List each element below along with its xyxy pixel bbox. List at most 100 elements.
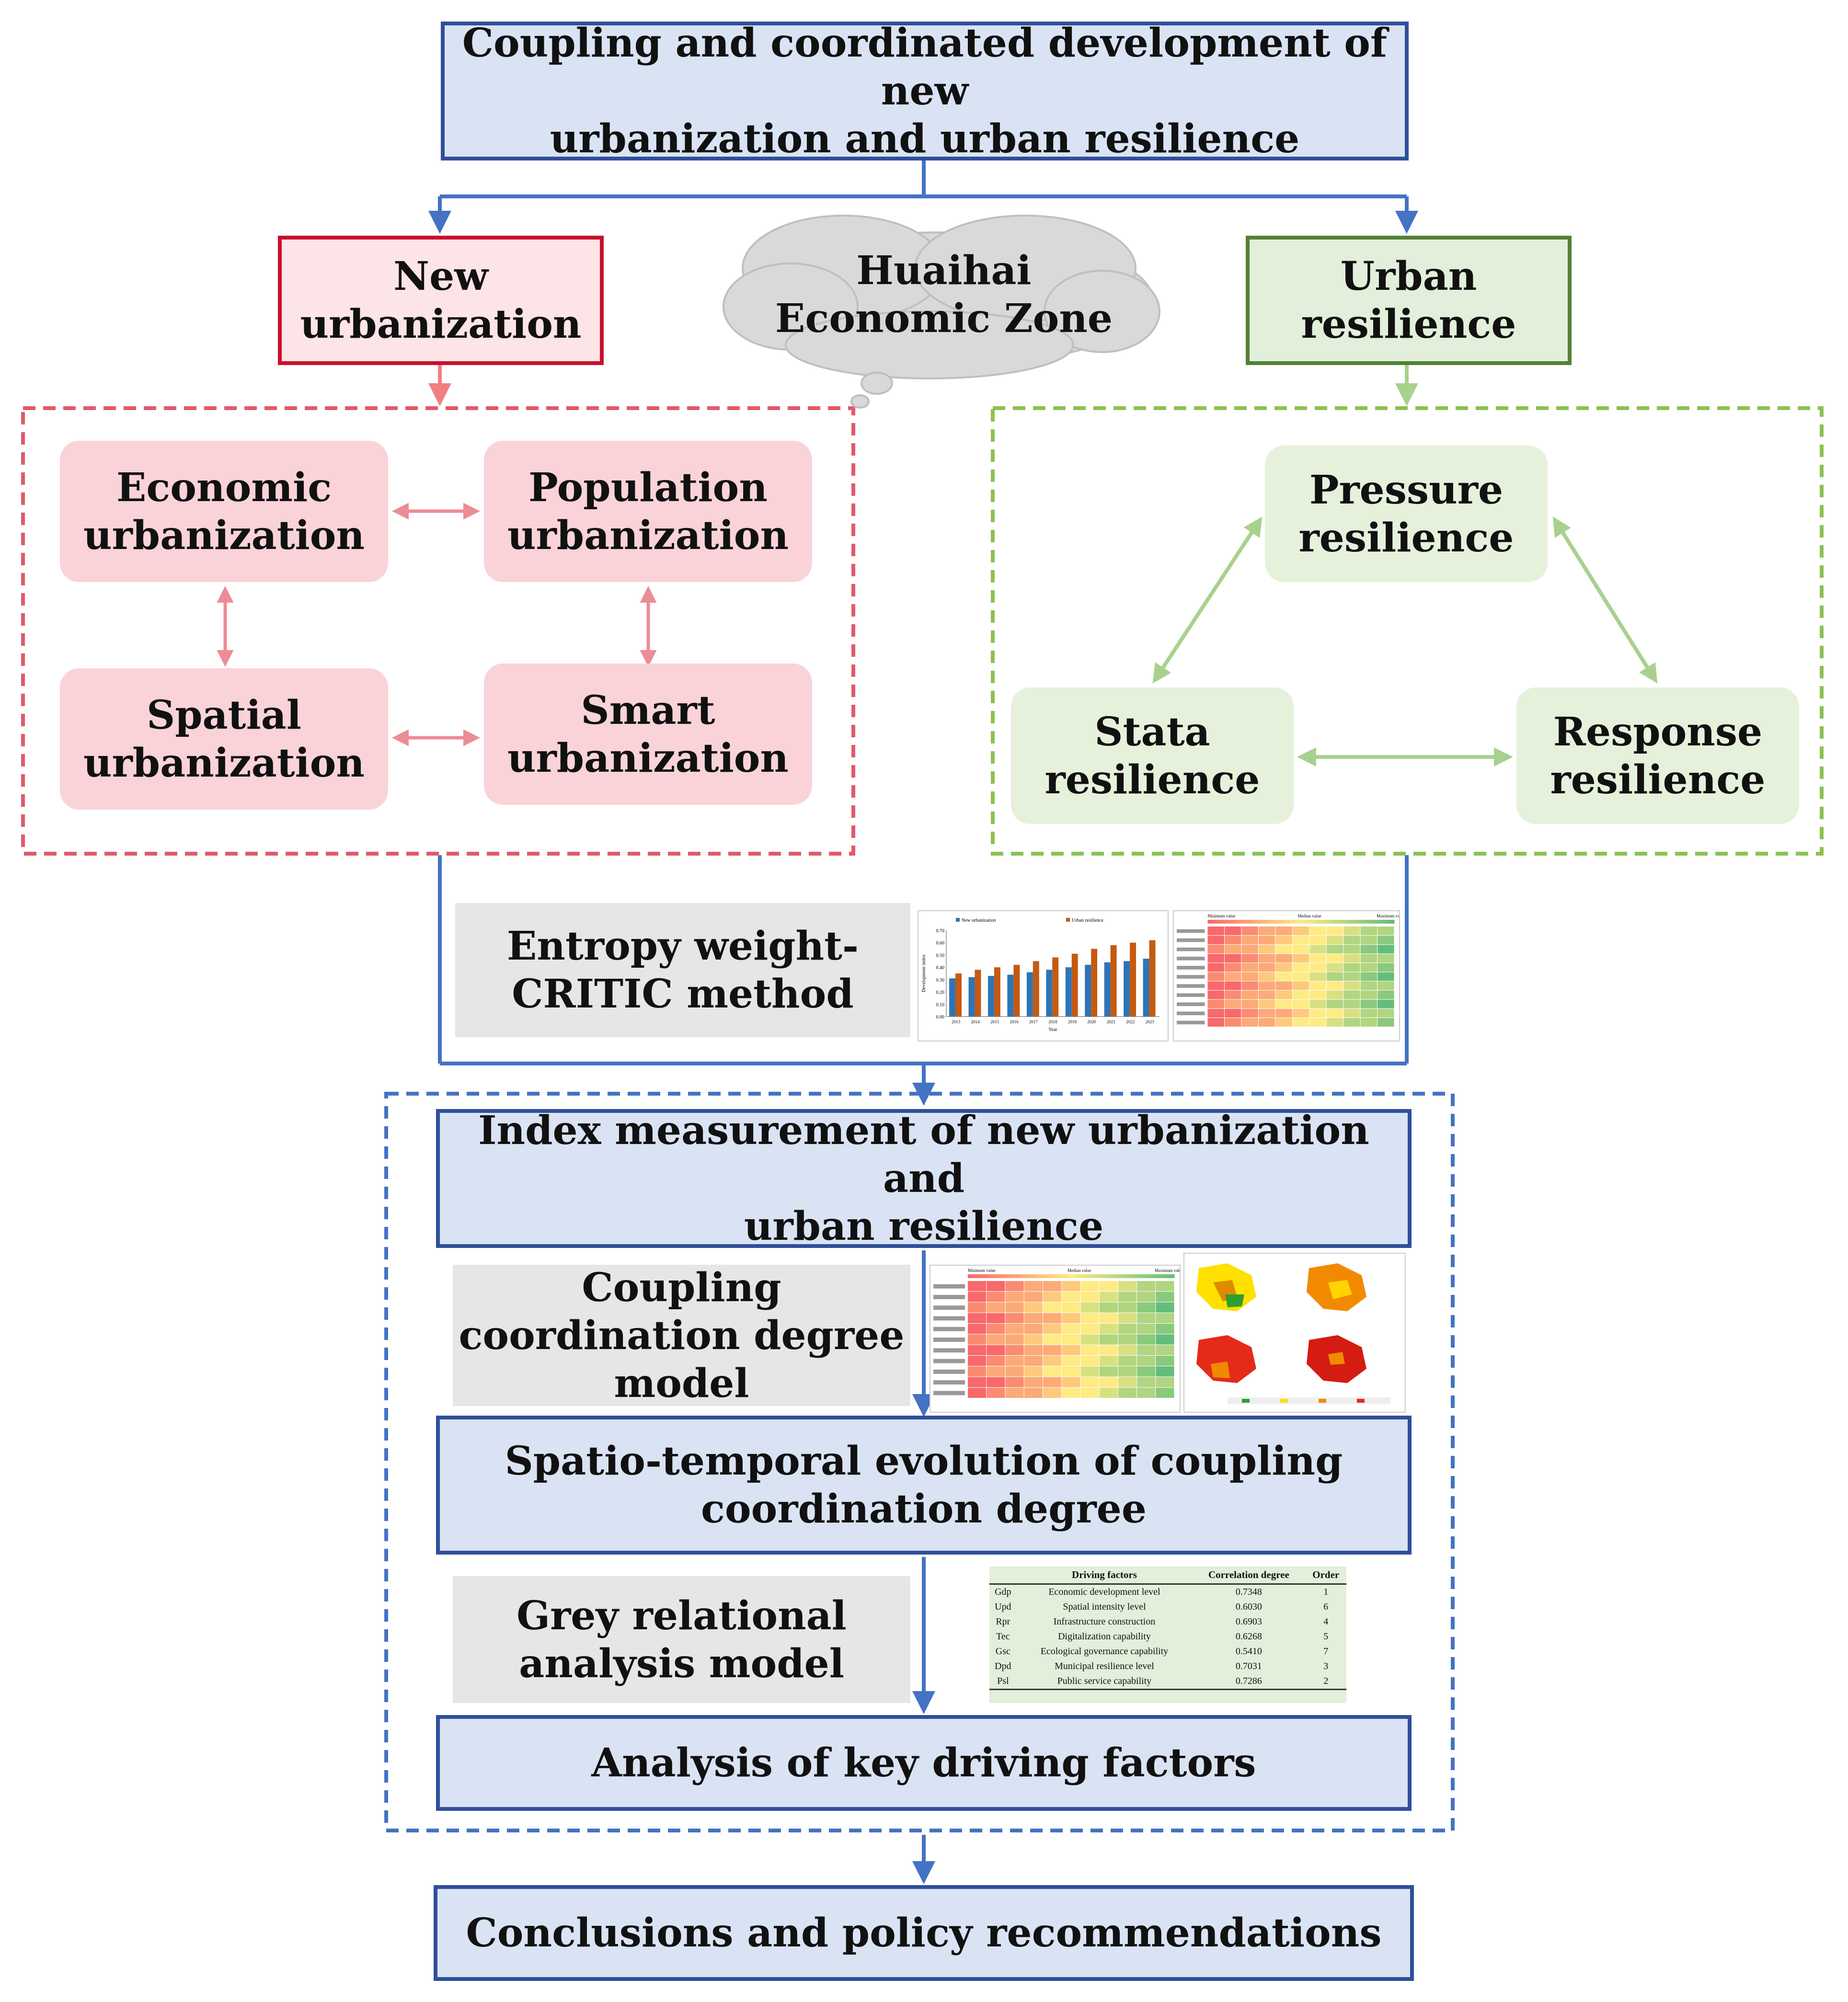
heat-cell [1343, 963, 1360, 972]
new-urbanization-line-2: urbanization [300, 301, 582, 347]
heat-cell [1326, 927, 1343, 936]
heat-cell [1099, 1281, 1118, 1292]
spatio-temporal-box: Spatio-temporal evolution of coupling co… [436, 1416, 1412, 1555]
bar [1085, 965, 1091, 1017]
heat-cell [1137, 1292, 1156, 1302]
color-scale-bar [968, 1274, 1175, 1278]
heat-cell [1360, 990, 1377, 999]
heat-cell [1080, 1302, 1099, 1313]
heat-cell [1024, 1355, 1043, 1366]
heat-cell [1118, 1313, 1137, 1324]
heat-cell [987, 1281, 1005, 1292]
bar [1124, 961, 1130, 1017]
heat-cell [1207, 936, 1224, 945]
heat-cell [1024, 1324, 1043, 1334]
y-tick-label: 0.00 [936, 1015, 945, 1020]
heat-cell [1156, 1292, 1174, 1302]
legend-label-new: New urbanization [962, 918, 996, 923]
driving-factors-table: Driving factors Correlation degree Order… [989, 1567, 1346, 1703]
heat-cell [1241, 954, 1258, 963]
heat-cell [1024, 1292, 1043, 1302]
heat-cell [1062, 1292, 1080, 1302]
row-label-mark [933, 1348, 965, 1353]
index-measurement-box: Index measurement of new urbanization an… [436, 1108, 1412, 1249]
heat-cell [1024, 1377, 1043, 1387]
heat-cell [1137, 1281, 1156, 1292]
heat-cell [1224, 1018, 1241, 1027]
heat-cell [1258, 954, 1275, 963]
heat-cell [1137, 1313, 1156, 1324]
heat-cell [1080, 1281, 1099, 1292]
bar [1052, 957, 1059, 1017]
row-label-mark [933, 1294, 965, 1299]
heat-cell [1377, 945, 1394, 954]
row-label-mark [1177, 984, 1205, 988]
table-cell: 0.7286 [1192, 1674, 1306, 1690]
heat-cell [1224, 954, 1241, 963]
heat-cell [1326, 981, 1343, 990]
title-line-1: Coupling and coordinated development of … [462, 20, 1388, 114]
heat-cell [1043, 1377, 1062, 1387]
response-line-1: Response [1553, 709, 1763, 755]
heat-cell [1118, 1334, 1137, 1345]
table-header-factor: Driving factors [1016, 1567, 1193, 1585]
heat-cell [1118, 1302, 1137, 1313]
table-header-order: Order [1305, 1567, 1346, 1585]
heat-cell [1309, 945, 1326, 954]
y-tick-label: 0.10 [936, 1002, 945, 1007]
heat-cell [987, 1345, 1005, 1355]
heat-cell [1258, 1018, 1275, 1027]
heat-cell [1326, 954, 1343, 963]
heat-cell [1080, 1366, 1099, 1377]
heat-cell [1207, 963, 1224, 972]
row-label-mark [1177, 947, 1205, 951]
heat-cell [1275, 990, 1292, 999]
heat-cell [1005, 1292, 1024, 1302]
heat-cell [1241, 999, 1258, 1008]
entropy-method-box: Entropy weight- CRITIC method [455, 903, 910, 1037]
heat-cell [1005, 1334, 1024, 1345]
bar [1046, 970, 1053, 1017]
scale-label: Minimum value [968, 1268, 996, 1273]
heat-cell [1156, 1302, 1174, 1313]
map-grid-svg [1196, 1263, 1390, 1404]
heat-cell [1377, 972, 1394, 981]
heat-cell [1258, 999, 1275, 1008]
heat-cell [1360, 936, 1377, 945]
heat-cell [1292, 945, 1309, 954]
heat-cell [1207, 972, 1224, 981]
heat-cell [1156, 1334, 1174, 1345]
heat-cell [1275, 963, 1292, 972]
heat-cell [1292, 1018, 1309, 1027]
stata-resilience-box: Stata resilience [1011, 687, 1294, 824]
heat-cell [1062, 1324, 1080, 1334]
legend-label-resilience: Urban resilience [1072, 918, 1103, 923]
heat-cell [1118, 1355, 1137, 1366]
table-cell: 0.6903 [1235, 1616, 1262, 1627]
heat-cell [1005, 1324, 1024, 1334]
economic-line-2: urbanization [83, 512, 365, 559]
table-cell: Digitalization capability [1058, 1631, 1151, 1642]
heat-cell [1377, 990, 1394, 999]
stata-line-1: Stata [1094, 709, 1210, 755]
heat-cell [968, 1377, 987, 1387]
spatial-line-2: urbanization [83, 740, 365, 786]
table-cell: 6 [1323, 1602, 1329, 1612]
heat-cell [1309, 954, 1326, 963]
heat-cell [1080, 1324, 1099, 1334]
drivers-label: Analysis of key driving factors [591, 1740, 1256, 1786]
heat-cell [1292, 927, 1309, 936]
bar [1007, 974, 1014, 1017]
heat-cell [1137, 1302, 1156, 1313]
heat-cell [968, 1313, 987, 1324]
heat-cell [1062, 1345, 1080, 1355]
spatio-line-2: coordination degree [700, 1486, 1147, 1532]
y-tick-label: 0.70 [936, 928, 945, 934]
row-label-mark [933, 1369, 965, 1374]
title-box: Coupling and coordinated development of … [441, 20, 1409, 162]
